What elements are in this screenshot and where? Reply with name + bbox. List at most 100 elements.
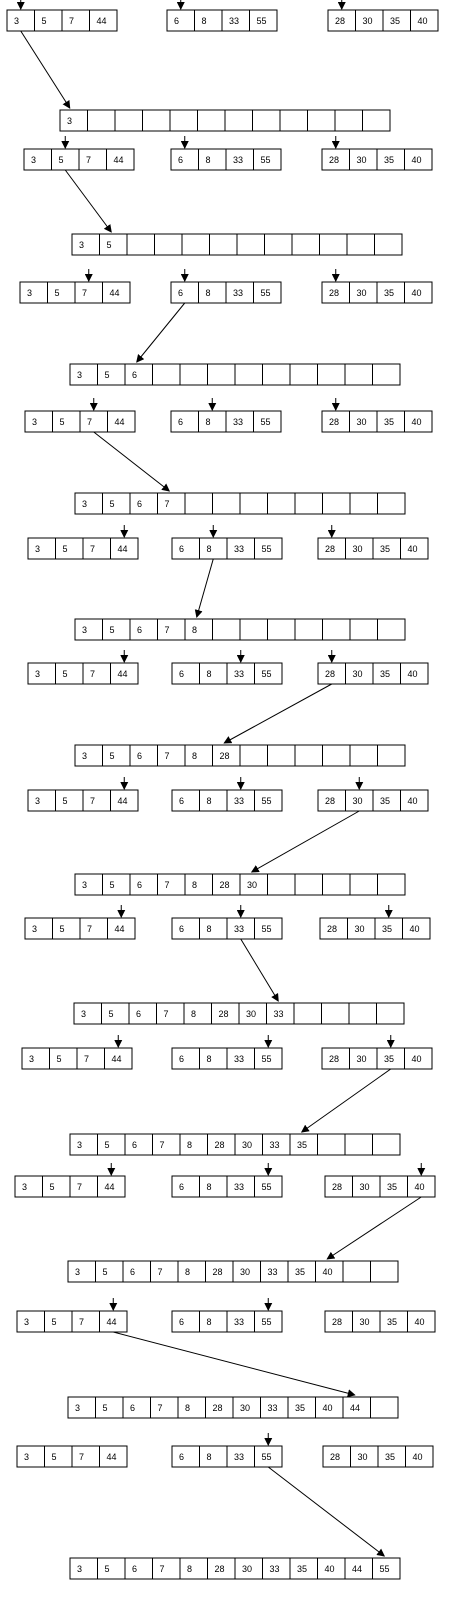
cell-box (362, 109, 391, 132)
cell-box (294, 618, 323, 641)
cell-value: 35 (387, 1182, 397, 1192)
cell-box (377, 618, 406, 641)
cell-value: 35 (384, 288, 394, 298)
cell-box (177, 1260, 206, 1283)
cell-value: 7 (164, 1009, 169, 1019)
cell-box (67, 1396, 96, 1419)
cell-value: 8 (207, 1182, 212, 1192)
cell-value: 40 (325, 1564, 335, 1574)
cell-value: 3 (82, 625, 87, 635)
cell-value: 33 (274, 1009, 284, 1019)
cell-value: 30 (357, 155, 367, 165)
cell-box (150, 1260, 179, 1283)
cell-value: 5 (105, 1564, 110, 1574)
cell-value: 28 (220, 751, 230, 761)
cell-value: 30 (247, 880, 257, 890)
cell-box (24, 917, 53, 940)
cell-value: 28 (325, 796, 335, 806)
cell-box (349, 873, 378, 896)
cell-box (254, 1175, 283, 1198)
cell-value: 35 (382, 924, 392, 934)
cell-box (107, 410, 136, 433)
cell-box (82, 537, 111, 560)
cell-value: 7 (165, 751, 170, 761)
cell-box (74, 744, 103, 767)
cell-box (76, 1047, 105, 1070)
cell-box (322, 873, 351, 896)
cell-value: 3 (75, 1403, 80, 1413)
cell-value: 7 (90, 669, 95, 679)
cell-value: 3 (32, 924, 37, 934)
cell-box (122, 1396, 151, 1419)
cell-value: 40 (410, 924, 420, 934)
cell-box (234, 363, 263, 386)
cell-box (410, 9, 439, 32)
cell-value: 8 (206, 417, 211, 427)
cell-value: 55 (262, 1054, 272, 1064)
cell-value: 5 (55, 288, 60, 298)
cell-box (404, 281, 433, 304)
cell-box (279, 109, 308, 132)
cell-value: 40 (415, 1182, 425, 1192)
cell-value: 30 (242, 1564, 252, 1574)
cell-box (177, 1396, 206, 1419)
cell-value: 28 (329, 417, 339, 427)
cell-value: 3 (31, 155, 36, 165)
cell-box (253, 148, 282, 171)
cell-box (400, 789, 429, 812)
cell-box (82, 662, 111, 685)
cell-value: 3 (82, 499, 87, 509)
cell-value: 55 (262, 1182, 272, 1192)
cell-value: 3 (14, 16, 19, 26)
cell-box (23, 148, 52, 171)
cell-box (294, 873, 323, 896)
transfer-arrow (20, 30, 71, 109)
cell-value: 5 (52, 1452, 57, 1462)
cell-value: 5 (110, 499, 115, 509)
cell-value: 3 (67, 116, 72, 126)
cell-value: 8 (207, 1054, 212, 1064)
cell-box (150, 1396, 179, 1419)
cell-value: 3 (24, 1317, 29, 1327)
cell-box (122, 1260, 151, 1283)
cell-value: 6 (178, 155, 183, 165)
cell-value: 40 (323, 1403, 333, 1413)
cell-value: 40 (408, 544, 418, 554)
cell-box (198, 281, 227, 304)
cell-box (239, 744, 268, 767)
cell-value: 33 (229, 16, 239, 26)
cell-value: 28 (215, 1564, 225, 1574)
cell-box (344, 363, 373, 386)
cell-box (348, 1002, 377, 1025)
cell-box (372, 363, 401, 386)
cell-value: 40 (412, 1054, 422, 1064)
cell-box (16, 1310, 45, 1333)
cell-box (69, 1133, 98, 1156)
cell-box (69, 363, 98, 386)
cell-box (349, 492, 378, 515)
cell-box (349, 618, 378, 641)
cell-value: 7 (82, 288, 87, 298)
cell-value: 6 (174, 16, 179, 26)
cell-box (291, 233, 320, 256)
cell-box (400, 662, 429, 685)
cell-value: 5 (107, 240, 112, 250)
cell-box (129, 873, 158, 896)
cell-value: 28 (332, 1182, 342, 1192)
cell-box (124, 363, 153, 386)
cell-value: 7 (77, 1182, 82, 1192)
cell-value: 33 (234, 669, 244, 679)
cell-box (207, 363, 236, 386)
cell-box (198, 148, 227, 171)
cell-box (171, 662, 200, 685)
cell-box (97, 1557, 126, 1580)
cell-box (183, 1002, 212, 1025)
cell-box (21, 1047, 50, 1070)
cell-box (372, 1133, 401, 1156)
